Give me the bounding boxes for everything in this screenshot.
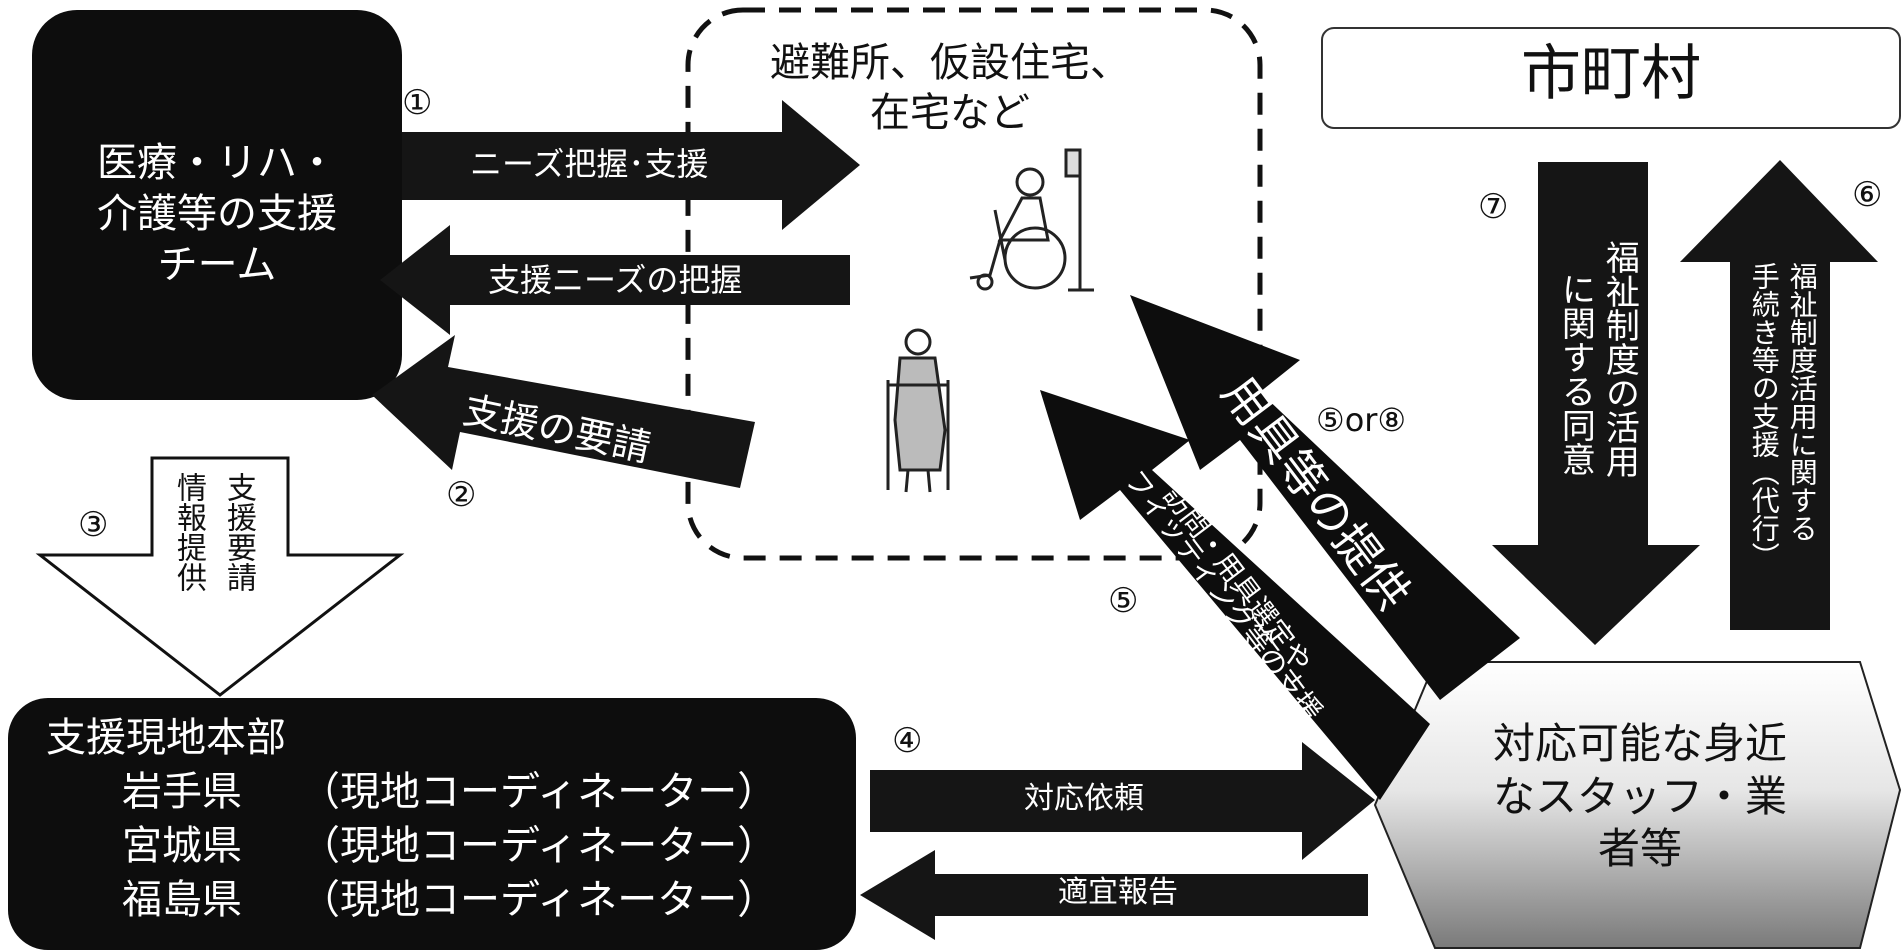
- arrow-proxy: [1680, 160, 1878, 630]
- arrow-equipment: [1130, 295, 1520, 700]
- hq-row-1-role: （現地コーディネーター）: [300, 769, 778, 815]
- shelter-label: 避難所、仮設住宅、 在宅など: [740, 38, 1160, 138]
- shelter-line-2: 在宅など: [870, 90, 1030, 136]
- arrow-consent-label-left: に関する同意: [1555, 272, 1596, 476]
- arrow-request: [372, 335, 755, 488]
- staff-label: 対応可能な身近 なスタッフ・業 者等: [1420, 718, 1860, 876]
- arrow-dispatch-label: 対応依頼: [1024, 781, 1144, 816]
- support-team-box: [32, 10, 402, 400]
- arrow-visit: [1040, 390, 1430, 800]
- step-4-marker: ④: [892, 721, 923, 761]
- support-team-label: 医療・リハ・ 介護等の支援 チーム: [32, 138, 402, 292]
- arrow-report: [860, 850, 1368, 940]
- info-provision-label: 情報提供: [171, 472, 206, 592]
- arrow-needs-support-label: ニーズ把握･支援: [470, 145, 709, 183]
- support-request-label: 支援要請: [221, 472, 256, 592]
- step-3-marker: ③: [78, 505, 109, 545]
- arrow-report-label: 適宜報告: [1058, 875, 1178, 910]
- staff-box: [1373, 661, 1902, 949]
- support-team-line-2: 介護等の支援: [97, 191, 337, 238]
- arrow-consent-label-right: 福祉制度の活用: [1599, 240, 1640, 478]
- municipality-label: 市町村: [1521, 39, 1701, 109]
- hq-row-2-pref: 宮城県: [122, 823, 242, 869]
- step-5-marker: ⑤: [1108, 581, 1139, 621]
- hq-title: 支援現地本部: [46, 715, 286, 761]
- arrow-needs-support: [402, 100, 860, 230]
- arrow-proxy-label-right: 福祉制度活用に関する: [1785, 262, 1819, 542]
- staff-line-2: なスタッフ・業: [1492, 771, 1787, 821]
- arrow-proxy-label-left: 手続き等の支援（代行）: [1747, 262, 1781, 570]
- step-6-marker: ⑥: [1852, 175, 1883, 215]
- arrow-needs-grasp: [380, 225, 850, 335]
- support-team-line-1: 医療・リハ・: [97, 140, 337, 186]
- support-team-line-3: チーム: [157, 242, 277, 289]
- elderly-walker-icon: [886, 328, 950, 493]
- shelter-line-1: 避難所、仮設住宅、: [770, 40, 1130, 86]
- arrow-info-down: [35, 456, 405, 697]
- step-1-marker: ①: [402, 83, 433, 123]
- staff-line-3: 者等: [1597, 824, 1682, 873]
- municipality-box: [1321, 27, 1901, 129]
- arrow-consent: [1492, 162, 1700, 645]
- step-2-marker: ②: [446, 475, 477, 515]
- hq-row-3-role: （現地コーディネーター）: [300, 877, 778, 923]
- hq-row-1-pref: 岩手県: [122, 769, 242, 815]
- staff-line-1: 対応可能な身近: [1492, 719, 1787, 768]
- arrow-dispatch: [870, 742, 1375, 860]
- step-7-marker: ⑦: [1478, 187, 1509, 227]
- hq-box: [8, 698, 856, 950]
- arrow-needs-grasp-label: 支援ニーズの把握: [488, 261, 743, 299]
- hq-row-3-pref: 福島県: [122, 877, 242, 923]
- step-58-marker: ⑤or⑧: [1316, 401, 1407, 439]
- wheelchair-person-icon: [969, 148, 1094, 292]
- hq-row-2-role: （現地コーディネーター）: [300, 823, 778, 869]
